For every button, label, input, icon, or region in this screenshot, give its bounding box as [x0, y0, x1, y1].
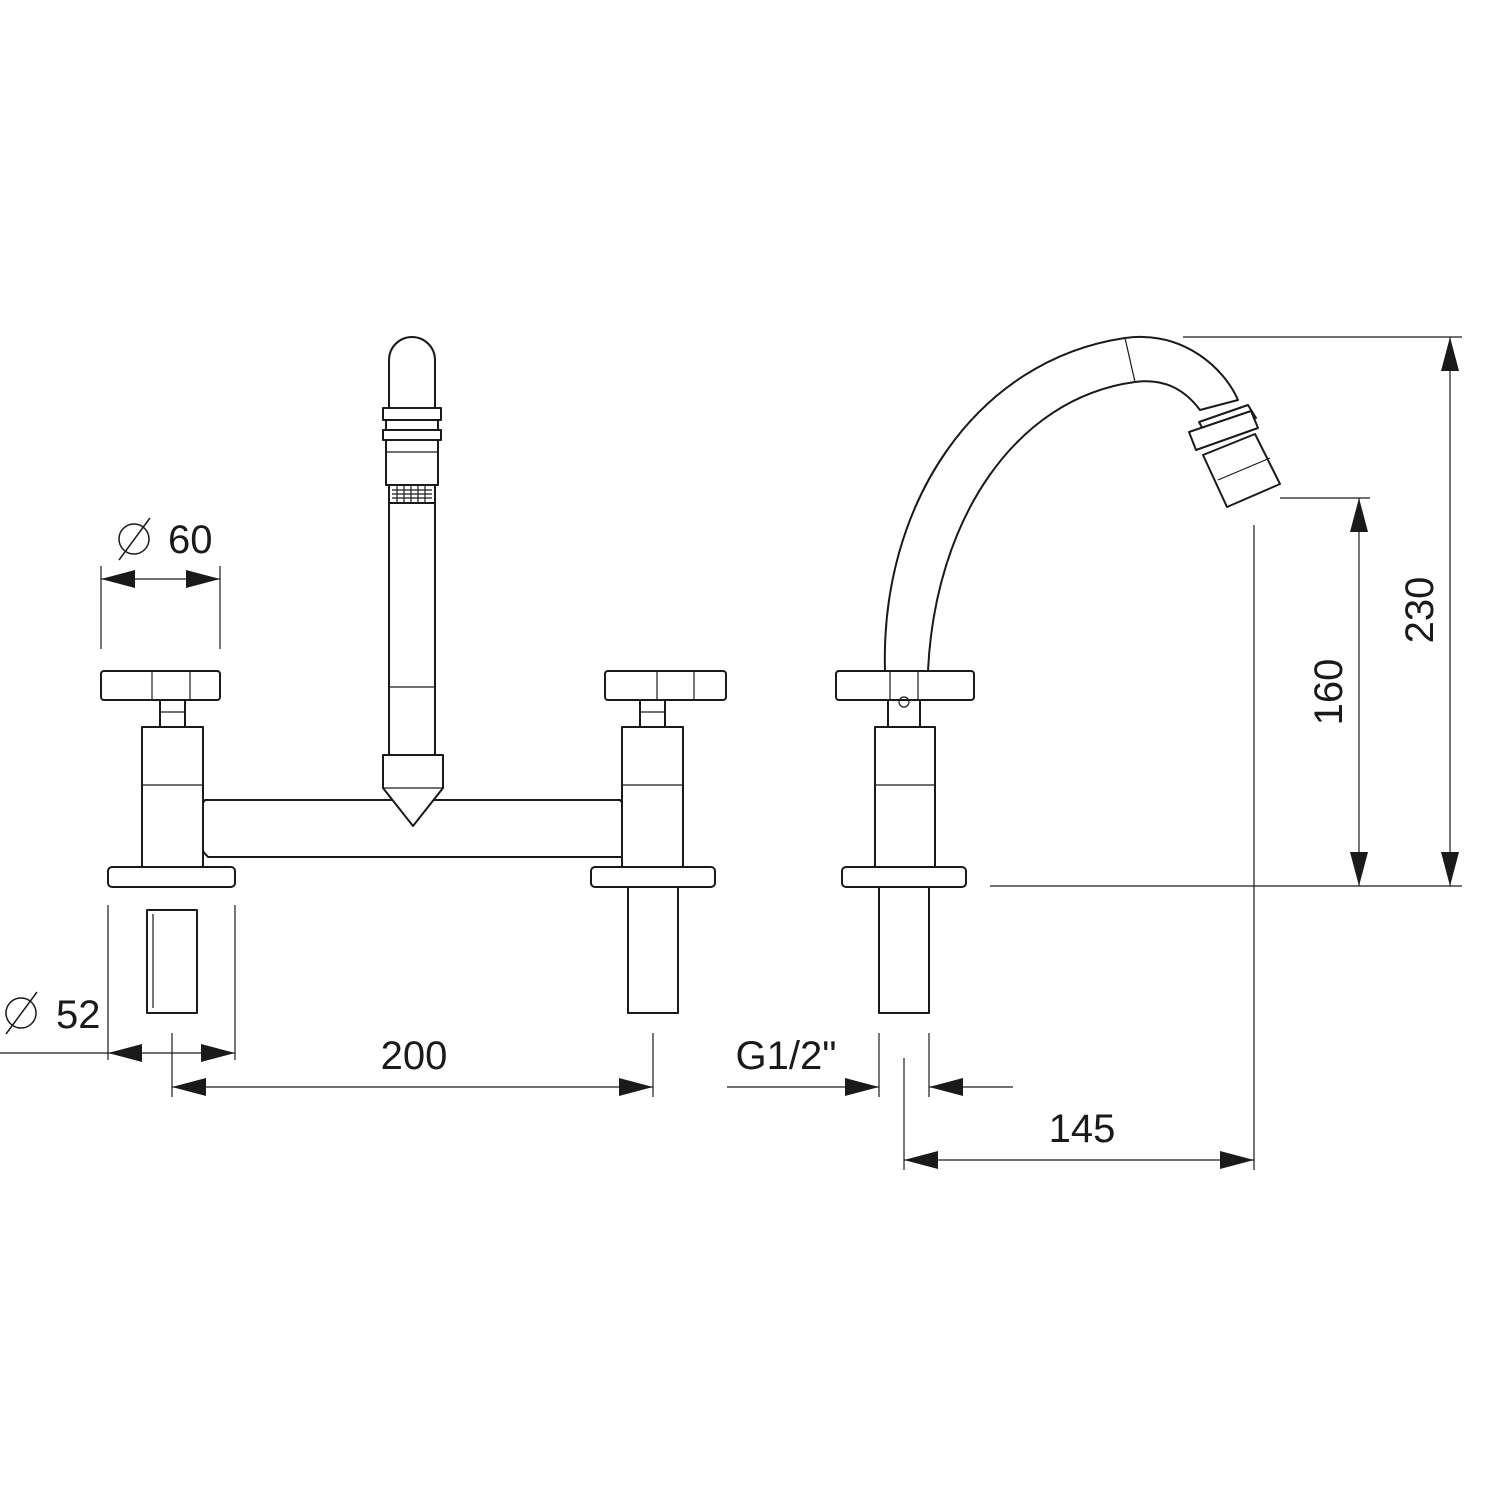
- dimension-lines: [0, 336, 1462, 1170]
- base-diameter-label: 52: [5, 991, 101, 1037]
- central-spout: [382, 499, 444, 827]
- side-view: [835, 335, 1281, 1014]
- base-diameter-value: 52: [56, 993, 101, 1037]
- diameter-icon: [118, 517, 151, 561]
- aerator: [382, 336, 442, 504]
- left-valve: [100, 670, 236, 1014]
- thread-value: G1/2": [736, 1034, 837, 1078]
- curved-spout: [883, 335, 1239, 672]
- handle-diameter-value: 60: [168, 518, 213, 562]
- front-view: [100, 336, 727, 1014]
- side-valve: [835, 670, 975, 1014]
- spout-reach-value: 145: [1049, 1107, 1116, 1151]
- center-distance-value: 200: [381, 1034, 448, 1078]
- side-aerator: [1188, 404, 1281, 508]
- outlet-height-value: 160: [1307, 659, 1351, 726]
- handle-diameter-label: 60: [118, 517, 213, 562]
- total-height-value: 230: [1398, 577, 1442, 644]
- aerator-mesh: [392, 486, 432, 502]
- right-valve: [590, 670, 727, 1014]
- diameter-icon: [5, 991, 38, 1035]
